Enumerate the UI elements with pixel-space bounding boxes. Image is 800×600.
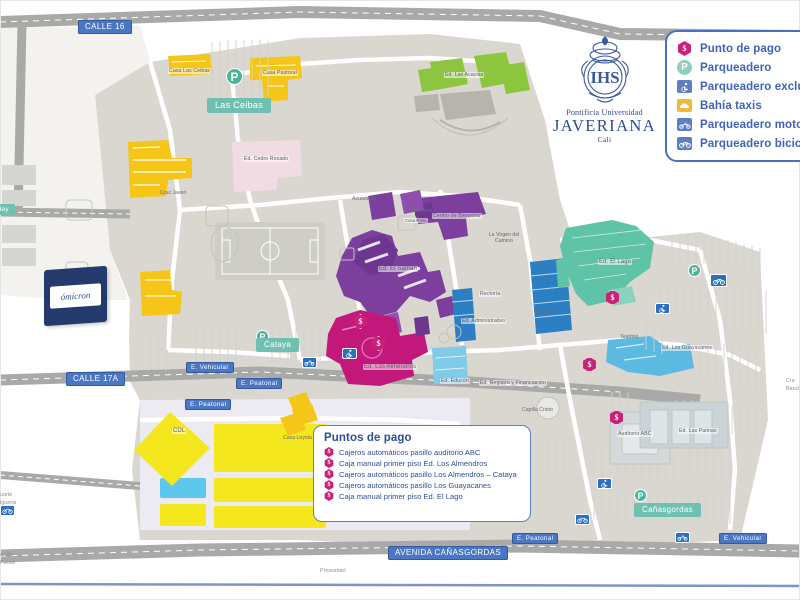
legend-item-parqueadero-bicicletas[interactable]: Parqueadero bicicletas: [677, 134, 800, 153]
payment-point-label: Caja manual primer piso Ed. Los Almendro…: [339, 458, 488, 468]
parking-badge-canasgordas[interactable]: P: [634, 489, 647, 502]
outside-label-anday: anday: [0, 204, 15, 215]
street-tag-avenida-canasgordas[interactable]: AVENIDA CAÑASGORDAS: [388, 546, 509, 560]
map-payment-marker[interactable]: $: [610, 410, 623, 425]
logo-line-2: JAVERIANA: [552, 116, 657, 135]
street-tag-calle-17a[interactable]: CALLE 17A: [66, 372, 126, 386]
payment-point-icon: $: [324, 491, 334, 501]
map-payment-marker[interactable]: $: [583, 357, 596, 372]
bicycle-parking-icon[interactable]: [575, 514, 590, 525]
payment-point-item: $ Caja manual primer piso Ed. El Lago: [324, 491, 522, 501]
legend-item-parqueadero[interactable]: P Parqueadero: [677, 58, 800, 77]
bicycle-parking-icon: [677, 136, 692, 151]
payment-point-icon: $: [324, 458, 334, 468]
legend-label: Parqueadero motos: [700, 118, 800, 131]
payment-points-title: Puntos de pago: [324, 432, 412, 444]
map-border-bottom: [0, 582, 800, 588]
payment-point-label: Cajeros automáticos pasillo Los Guayacan…: [339, 480, 491, 490]
payment-point-item: $ Cajeros automáticos pasillo Los Guayac…: [324, 480, 522, 490]
legend-label: Bahía taxis: [700, 99, 762, 112]
legend-item-punto-de-pago[interactable]: $ Punto de pago: [677, 39, 800, 58]
motorcycle-parking-icon[interactable]: [675, 532, 690, 543]
payment-point-label: Cajeros automáticos pasillo Los Almendro…: [339, 469, 517, 479]
university-logo: IHS Pontificia Universidad JAVERIANA Cal…: [547, 33, 662, 151]
legend-item-bahia-taxis[interactable]: Bahía taxis: [677, 96, 800, 115]
omicron-sign: ómicron: [44, 265, 107, 327]
access-tag-e-peatonal[interactable]: E. Peatonal: [512, 533, 559, 544]
payment-point-item: $ Cajeros automáticos pasillo Los Almend…: [324, 469, 522, 479]
payment-point-item: $ Caja manual primer piso Ed. Los Almend…: [324, 458, 522, 468]
payment-point-label: Caja manual primer piso Ed. El Lago: [339, 491, 463, 501]
parking-label-las-ceibas[interactable]: Las Ceibas: [207, 98, 272, 113]
legend-label: Punto de pago: [700, 42, 782, 55]
payment-point-icon: $: [324, 447, 334, 457]
taxi-icon: [677, 98, 692, 113]
omicron-sign-inner: ómicron: [50, 283, 101, 309]
parking-badge-las-ceibas[interactable]: P: [226, 68, 243, 85]
access-tag-e-peatonal[interactable]: E. Peatonal: [236, 378, 283, 389]
bottom-left-complex: [134, 392, 326, 528]
map-payment-marker[interactable]: $: [606, 290, 619, 305]
block-northwest: [0, 25, 150, 300]
legend-label: Parqueadero exclusivo: [700, 80, 800, 93]
bicycle-parking-icon[interactable]: [0, 505, 15, 516]
parking-label-cataya[interactable]: Cataya: [256, 338, 300, 352]
logo-line-3: Cali: [597, 135, 612, 144]
accessible-parking-icon: [677, 79, 692, 94]
payment-point-icon: $: [324, 469, 334, 479]
logo-line-1: Pontificia Universidad: [566, 108, 643, 117]
left-road: [13, 21, 27, 216]
bicycle-parking-icon[interactable]: [710, 274, 727, 287]
map-legend: $ Punto de pago P Parqueadero Parqueader…: [665, 30, 800, 162]
sports-field: [215, 222, 325, 280]
payment-point-icon: $: [677, 41, 692, 56]
calle-17a-road: [0, 366, 701, 406]
javeriana-crest-icon: IHS: [580, 36, 629, 103]
accessible-parking-icon[interactable]: [597, 478, 612, 489]
parking-icon: P: [677, 60, 692, 75]
payment-point-label: Cajeros automáticos pasillo auditorio AB…: [339, 447, 481, 457]
parking-label-canasgordas[interactable]: Cañasgordas: [634, 503, 701, 517]
motorcycle-parking-icon: [677, 117, 692, 132]
payment-point-item: $ Cajeros automáticos pasillo auditorio …: [324, 447, 522, 457]
green-buildings-acacias: [414, 52, 530, 136]
access-tag-e-vehicular[interactable]: E. Vehicular: [186, 362, 234, 373]
payment-points-panel: Puntos de pago $ Cajeros automáticos pas…: [313, 425, 531, 522]
crest-monogram: IHS: [590, 68, 619, 87]
motorcycle-parking-icon[interactable]: [302, 357, 317, 368]
access-tag-e-peatonal[interactable]: E. Peatonal: [185, 399, 232, 410]
left-road-blocks: [2, 165, 36, 266]
omicron-sign-label: ómicron: [60, 289, 91, 303]
legend-item-parqueadero-exclusivo[interactable]: Parqueadero exclusivo: [677, 77, 800, 96]
payment-point-icon: $: [324, 480, 334, 490]
accessible-parking-icon[interactable]: [655, 303, 670, 314]
legend-label: Parqueadero: [700, 61, 772, 74]
street-tag-calle-16[interactable]: CALLE 16: [78, 20, 132, 34]
legend-item-parqueadero-motos[interactable]: Parqueadero motos: [677, 115, 800, 134]
map-payment-marker[interactable]: $: [372, 336, 385, 351]
access-tag-e-vehicular[interactable]: E. Vehicular: [719, 533, 767, 544]
accessible-parking-icon[interactable]: [342, 348, 357, 359]
map-payment-marker[interactable]: $: [354, 314, 367, 329]
cedro-rosado: [232, 140, 302, 192]
legend-label: Parqueadero bicicletas: [700, 137, 800, 150]
purple-buildings: [336, 190, 486, 336]
parking-rows-east: [547, 234, 767, 524]
parking-badge-east[interactable]: P: [688, 264, 701, 277]
